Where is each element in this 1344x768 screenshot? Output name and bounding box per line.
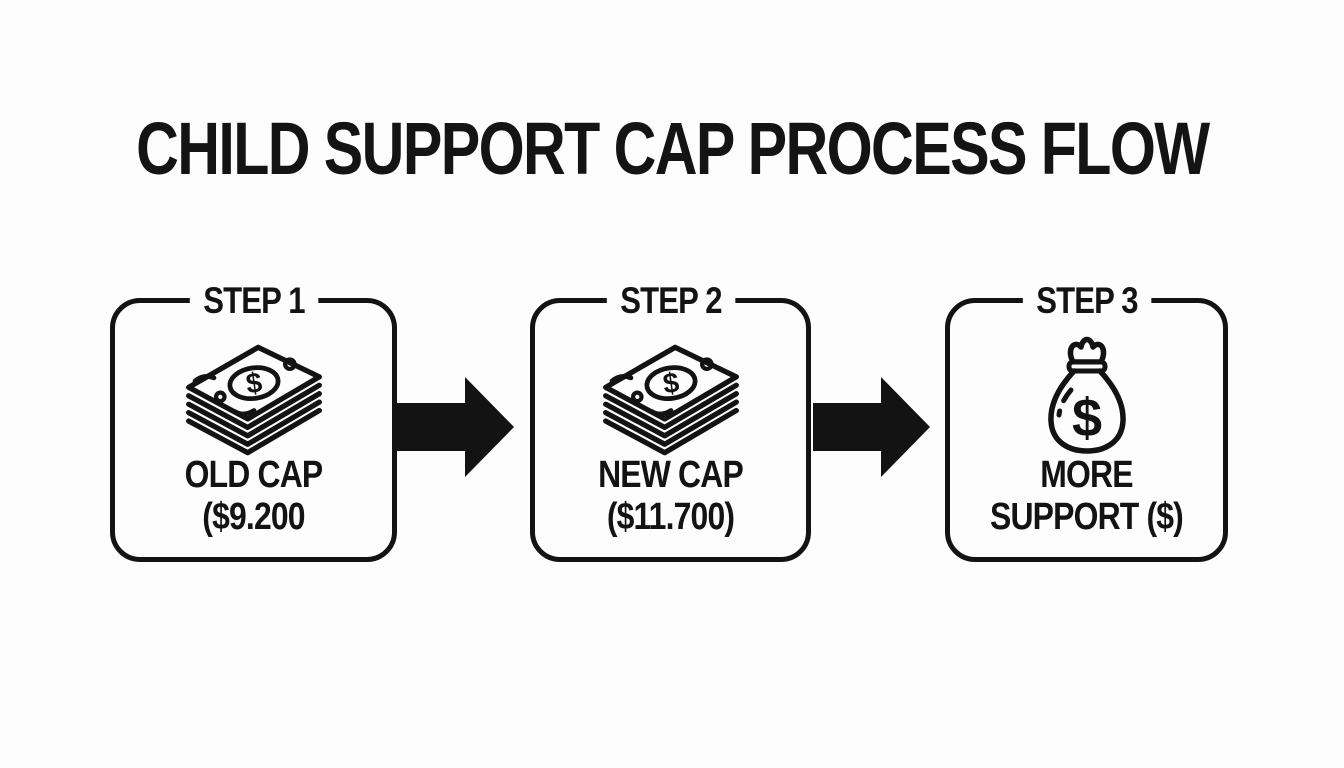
step-1-caption-line2: ($9.200	[202, 496, 305, 539]
right-arrow-icon	[397, 377, 514, 477]
money-stack-icon: $	[602, 344, 739, 456]
step-2-label: STEP 2	[606, 280, 735, 322]
step-1-box: STEP 1 $ OLD CAP ($9.200	[110, 280, 397, 562]
step-2-caption-line2: ($11.700)	[606, 496, 735, 539]
step-3-caption: MORE SUPPORT ($)	[950, 454, 1223, 539]
step-1-label: STEP 1	[189, 280, 318, 322]
step-3-caption-line1: MORE	[1040, 453, 1133, 496]
money-stack-icon: $	[185, 344, 322, 456]
step-3-box: STEP 3 $ MORE SUPPORT ($)	[945, 280, 1228, 562]
page-title-text: CHILD SUPPORT CAP PROCESS FLOW	[135, 107, 1210, 190]
step-3-icon-wrap: $	[950, 335, 1223, 457]
step-2-box: STEP 2 $ NEW CAP ($11.700)	[530, 280, 811, 562]
svg-text:$: $	[1071, 388, 1101, 448]
step-2-icon-wrap: $	[535, 341, 806, 459]
step-2-caption-line1: NEW CAP	[598, 453, 744, 496]
page-title: CHILD SUPPORT CAP PROCESS FLOW	[0, 112, 1344, 186]
step-1-caption: OLD CAP ($9.200	[115, 454, 392, 539]
flow-arrow-1	[397, 377, 514, 477]
right-arrow-icon	[813, 377, 930, 477]
money-bag-icon: $	[1047, 336, 1126, 454]
step-3-caption-line2: SUPPORT ($)	[990, 496, 1184, 539]
step-1-caption-line1: OLD CAP	[184, 453, 324, 496]
flow-arrow-2	[813, 377, 930, 477]
svg-text:$: $	[244, 367, 264, 401]
step-3-label: STEP 3	[1022, 280, 1151, 322]
step-2-caption: NEW CAP ($11.700)	[535, 454, 806, 539]
step-1-icon-wrap: $	[115, 341, 392, 459]
svg-text:$: $	[661, 367, 681, 401]
